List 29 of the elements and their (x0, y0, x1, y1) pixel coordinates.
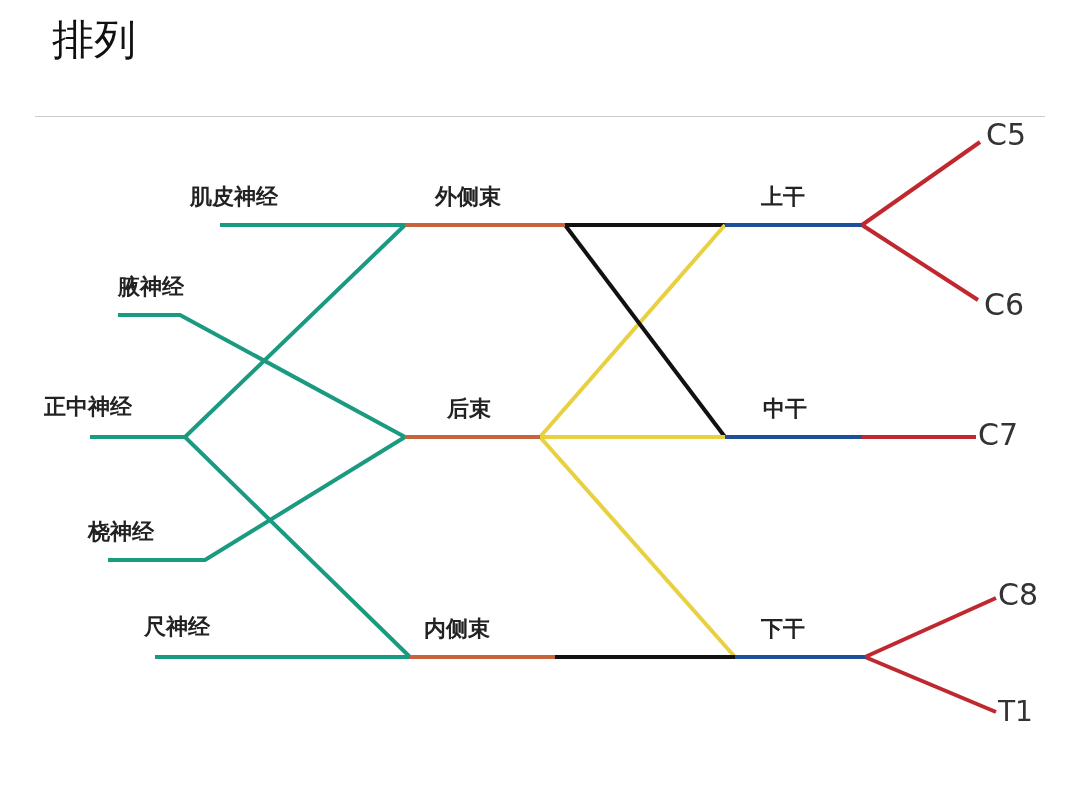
connector-line (862, 435, 976, 439)
nerve-label: 肌皮神经 (188, 185, 320, 225)
root-label: C8 (996, 578, 1046, 614)
connector-line (860, 223, 980, 302)
connector-line (860, 140, 982, 227)
connector-line (155, 655, 410, 659)
connector-line (555, 655, 735, 659)
nerve-label: 尺神经 (142, 615, 242, 657)
nerve-label: 正中神经 (42, 395, 172, 437)
connector-line (108, 435, 407, 562)
trunk-label: 上干 (725, 185, 862, 227)
nerve-label: 桡神经 (86, 520, 208, 560)
connector-line (864, 596, 997, 659)
connector-line (540, 435, 725, 439)
connector-line (118, 313, 406, 439)
title: 排列 (52, 16, 136, 65)
cord-label: 内侧束 (410, 617, 555, 659)
root-label: C5 (980, 118, 1038, 154)
root-label: C6 (978, 288, 1036, 324)
cord-label: 外侧束 (405, 185, 565, 227)
root-label: C7 (976, 418, 1034, 454)
cord-label: 后束 (405, 397, 540, 439)
nerve-label: 腋神经 (116, 275, 220, 315)
trunk-label: 中干 (725, 397, 862, 439)
root-label: T1 (996, 697, 1044, 729)
connector-line (864, 655, 997, 714)
connector-line (565, 223, 725, 227)
trunk-label: 下干 (735, 617, 865, 659)
connector-line (220, 223, 405, 227)
